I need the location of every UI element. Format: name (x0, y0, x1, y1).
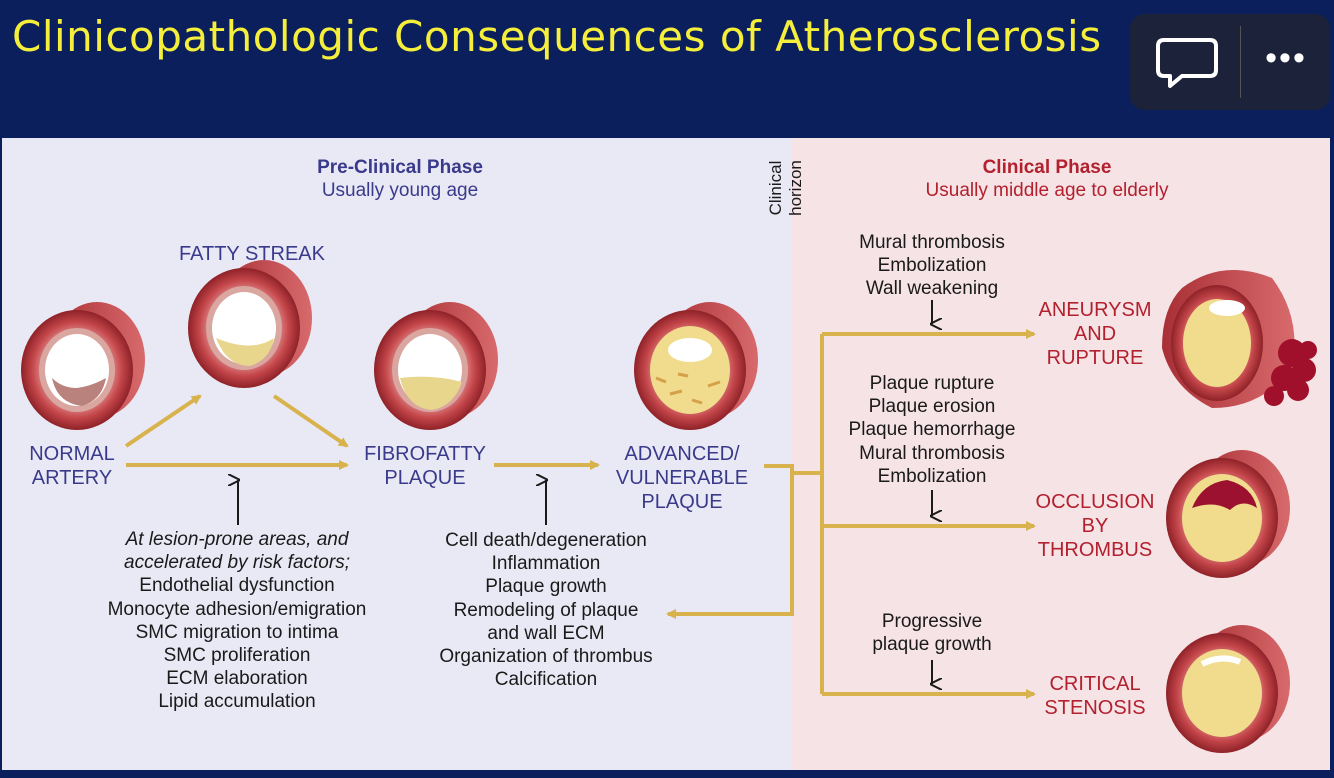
occlusion-illustration (1166, 450, 1290, 578)
header-bar: Clinicopathologic Consequences of Athero… (0, 0, 1334, 136)
advanced-plaque-illustration (634, 302, 758, 430)
risk-factors-text: At lesion-prone areas, and accelerated b… (107, 529, 367, 713)
arrow-advanced-branch (666, 464, 794, 619)
diagram-panel: Pre-Clinical Phase Usually young age Cli… (2, 138, 1330, 770)
arrow-fatty-to-fibrofatty (272, 394, 349, 448)
more-options-button[interactable]: ••• (1248, 30, 1324, 94)
progression-arrows (124, 329, 1036, 699)
preclinical-region (2, 138, 792, 770)
arrow-normal-to-fatty (124, 394, 202, 448)
fibrofatty-plaque-illustration (374, 302, 498, 430)
stenosis-causes-text: Progressive plaque growth (872, 611, 992, 656)
more-icon: ••• (1265, 39, 1307, 77)
preclinical-heading: Pre-Clinical Phase Usually young age (317, 157, 483, 202)
occlusion-causes-text: Plaque rupture Plaque erosion Plaque hem… (848, 373, 1016, 487)
aneurysm-causes-text: Mural thrombosis Embolization Wall weake… (859, 232, 1005, 300)
diagram-graphics (21, 260, 1317, 753)
cause-arrows (238, 300, 932, 684)
aneurysm-illustration (1162, 270, 1317, 408)
toolbar-divider (1240, 26, 1241, 98)
clinical-horizon-label: Clinical horizon (766, 160, 805, 216)
stenosis-illustration (1166, 625, 1290, 753)
overlay-toolbar: ••• (1130, 14, 1330, 110)
slide-title: Clinicopathologic Consequences of Athero… (12, 12, 1102, 61)
fatty-streak-illustration (188, 260, 312, 388)
comment-button[interactable] (1152, 30, 1222, 94)
fatty-streak-label: FATTY STREAK (179, 243, 325, 265)
comment-icon (1156, 38, 1218, 88)
clinical-heading: Clinical Phase Usually middle age to eld… (925, 157, 1169, 202)
plaque-processes-text: Cell death/degeneration Inflammation Pla… (439, 530, 653, 691)
normal-artery-illustration (21, 302, 145, 430)
